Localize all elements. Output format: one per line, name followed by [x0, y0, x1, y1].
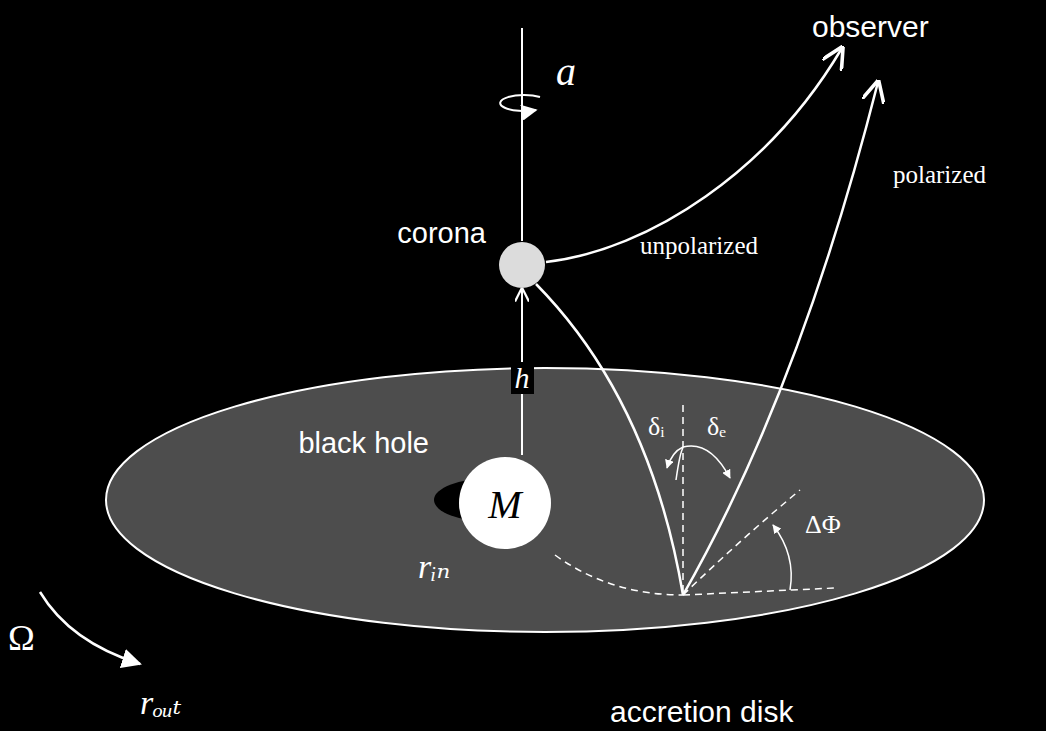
node-shape — [498, 241, 546, 289]
emission-angle-arc — [683, 446, 730, 478]
observer-label: observer — [812, 12, 929, 42]
node-label: black hole — [298, 429, 429, 458]
incident-ray — [536, 284, 683, 595]
azimuth-line — [683, 490, 800, 595]
black-hole: black holeM — [457, 455, 553, 551]
rotation-arrow — [500, 95, 540, 111]
node-label: accretion disk — [610, 697, 793, 727]
ray-label: polarized — [893, 162, 986, 187]
angle-symbol: δᵢ — [648, 414, 665, 440]
corona-sphere: corona — [498, 241, 546, 289]
reflected-ray — [683, 82, 878, 595]
disk-ellipse — [106, 368, 984, 632]
reference-line — [683, 588, 835, 595]
radius-symbol: rₒᵤₜ — [140, 686, 181, 720]
disk-normal — [682, 405, 684, 595]
direct-ray — [546, 48, 842, 262]
rotation-symbol: Ω — [8, 620, 35, 656]
spin-axis — [521, 28, 523, 241]
angle-symbol: ΔΦ — [805, 512, 841, 538]
incidence-angle-arc — [676, 448, 683, 480]
disk-rotation-arrow — [40, 592, 140, 664]
mass-symbol: M — [488, 485, 521, 525]
angle-symbol: δₑ — [707, 414, 726, 440]
incidence-angle-arc — [667, 447, 683, 468]
azimuth-arc — [773, 525, 791, 590]
ray-label: unpolarized — [640, 233, 758, 258]
edge-label: h — [511, 362, 534, 394]
black-hole-circle — [459, 457, 551, 549]
radius-symbol: rᵢₙ — [418, 550, 450, 584]
node-label: corona — [397, 219, 486, 248]
spin-symbol: a — [556, 52, 576, 92]
corona-circle — [499, 242, 545, 288]
radius-arc — [555, 555, 683, 595]
